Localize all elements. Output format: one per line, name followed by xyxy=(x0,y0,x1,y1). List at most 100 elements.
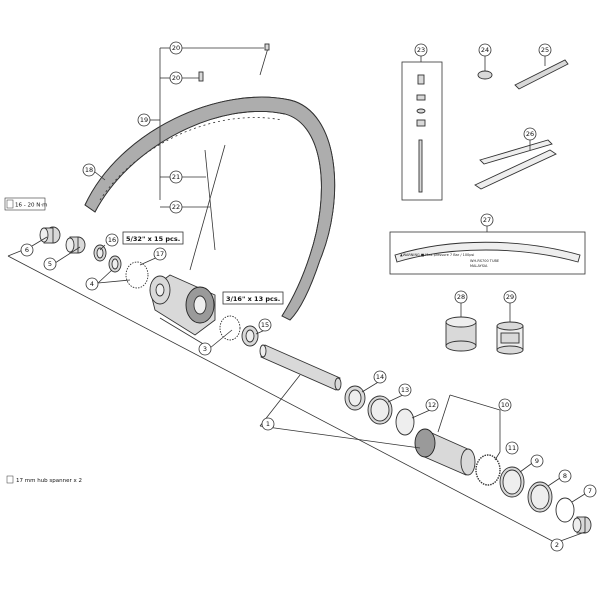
nipple-top xyxy=(264,43,270,51)
svg-text:23: 23 xyxy=(417,46,425,54)
callout-23: 23 xyxy=(414,43,428,57)
svg-text:17: 17 xyxy=(156,250,164,258)
callout-1: 1 xyxy=(261,417,275,431)
svg-text:16: 16 xyxy=(108,236,116,244)
spanner-text: 17 mm hub spanner x 2 xyxy=(16,478,82,484)
svg-text:20: 20 xyxy=(172,74,180,82)
part-6-locknut xyxy=(39,226,61,244)
svg-text:10: 10 xyxy=(501,401,509,409)
leader-lines xyxy=(7,47,589,546)
svg-text:7: 7 xyxy=(588,487,592,495)
callout-7: 7 xyxy=(583,484,597,498)
tape-code2: MALAYSIA xyxy=(470,264,488,268)
svg-text:20: 20 xyxy=(172,44,180,52)
callout-26: 26 xyxy=(523,127,537,141)
callout-22: 22 xyxy=(169,200,183,214)
svg-text:14: 14 xyxy=(376,373,384,381)
part-5-cone xyxy=(65,236,86,254)
callout-13: 13 xyxy=(398,383,412,397)
svg-text:11: 11 xyxy=(508,444,516,452)
part-25-tool xyxy=(514,59,569,90)
torque-note: 16 - 20 N·m xyxy=(4,197,47,211)
svg-text:27: 27 xyxy=(483,216,491,224)
note-ball-small: 5/32" x 15 pcs. xyxy=(122,231,184,245)
part-17-ball-ring xyxy=(125,261,149,289)
svg-text:4: 4 xyxy=(90,280,94,288)
callout-25: 25 xyxy=(538,43,552,57)
callout-2: 2 xyxy=(550,538,564,552)
part-1-axle xyxy=(259,344,342,391)
note-ball-small-text: 5/32" x 15 pcs. xyxy=(126,235,180,243)
hub-body xyxy=(149,274,216,336)
part-7-ring xyxy=(555,497,575,523)
note-ball-large: 3/16" x 13 pcs. xyxy=(222,291,284,305)
svg-text:28: 28 xyxy=(457,293,465,301)
svg-text:6: 6 xyxy=(25,246,29,254)
part-ball-ring-large xyxy=(219,315,241,341)
svg-text:26: 26 xyxy=(526,130,534,138)
part-26-tape xyxy=(474,139,557,190)
callout-27: 27 xyxy=(480,213,494,227)
svg-text:3: 3 xyxy=(203,345,207,353)
callout-19: 19 xyxy=(137,113,151,127)
callout-4: 4 xyxy=(85,277,99,291)
svg-text:13: 13 xyxy=(401,386,409,394)
callout-6: 6 xyxy=(20,243,34,257)
svg-text:24: 24 xyxy=(481,46,489,54)
svg-text:15: 15 xyxy=(261,321,269,329)
part-28-sleeve xyxy=(445,316,477,352)
wrench-icon xyxy=(6,199,14,209)
svg-text:1: 1 xyxy=(266,420,270,428)
tool-icon xyxy=(6,475,14,484)
spokes xyxy=(189,43,270,271)
callout-29: 29 xyxy=(503,290,517,304)
part-16-washer xyxy=(93,244,107,262)
svg-text:12: 12 xyxy=(428,401,436,409)
svg-text:21: 21 xyxy=(172,173,180,181)
svg-text:19: 19 xyxy=(140,116,148,124)
svg-text:29: 29 xyxy=(506,293,514,301)
svg-text:9: 9 xyxy=(535,457,539,465)
callout-24: 24 xyxy=(478,43,492,57)
callout-8: 8 xyxy=(558,469,572,483)
svg-text:5: 5 xyxy=(48,260,52,268)
part-29-grease xyxy=(496,321,524,355)
rim xyxy=(84,96,336,321)
callout-15: 15 xyxy=(258,318,272,332)
callout-20b: 20 xyxy=(169,71,183,85)
tape-warning: ▲WARNING ■ Max pressure 7 Bar / 100psi xyxy=(400,253,474,257)
callout-11: 11 xyxy=(505,441,519,455)
callout-3: 3 xyxy=(198,342,212,356)
part-24 xyxy=(477,70,493,80)
callout-21: 21 xyxy=(169,170,183,184)
svg-text:8: 8 xyxy=(563,472,567,480)
callout-5: 5 xyxy=(43,257,57,271)
callout-18: 18 xyxy=(82,163,96,177)
part-15-ring xyxy=(241,325,259,347)
svg-text:25: 25 xyxy=(541,46,549,54)
callout-12: 12 xyxy=(425,398,439,412)
svg-text:18: 18 xyxy=(85,166,93,174)
callout-10: 10 xyxy=(498,398,512,412)
part-4-seal xyxy=(108,255,122,273)
callout-14: 14 xyxy=(373,370,387,384)
callouts: 20 20 19 21 22 18 6 5 16 4 17 3 15 1 14 … xyxy=(20,41,597,552)
note-ball-large-text: 3/16" x 13 pcs. xyxy=(226,295,280,303)
callout-20a: 20 xyxy=(169,41,183,55)
callout-9: 9 xyxy=(530,454,544,468)
tape-code1: WH-RS700 TUBE xyxy=(470,259,499,263)
part-8-washer xyxy=(527,481,553,513)
part-10-freehub xyxy=(414,428,476,476)
part-11-ratchet xyxy=(475,454,501,486)
svg-text:2: 2 xyxy=(555,541,559,549)
part-2-endcap xyxy=(572,516,592,534)
part-23-valve-kit xyxy=(401,61,443,201)
callout-16: 16 xyxy=(105,233,119,247)
part-12-ring xyxy=(395,408,415,436)
part-27-rim-tape: ▲WARNING ■ Max pressure 7 Bar / 100psi W… xyxy=(389,231,586,275)
part-13-seal xyxy=(367,395,393,425)
callout-17: 17 xyxy=(153,247,167,261)
torque-value: 16 - 20 N·m xyxy=(15,203,47,209)
